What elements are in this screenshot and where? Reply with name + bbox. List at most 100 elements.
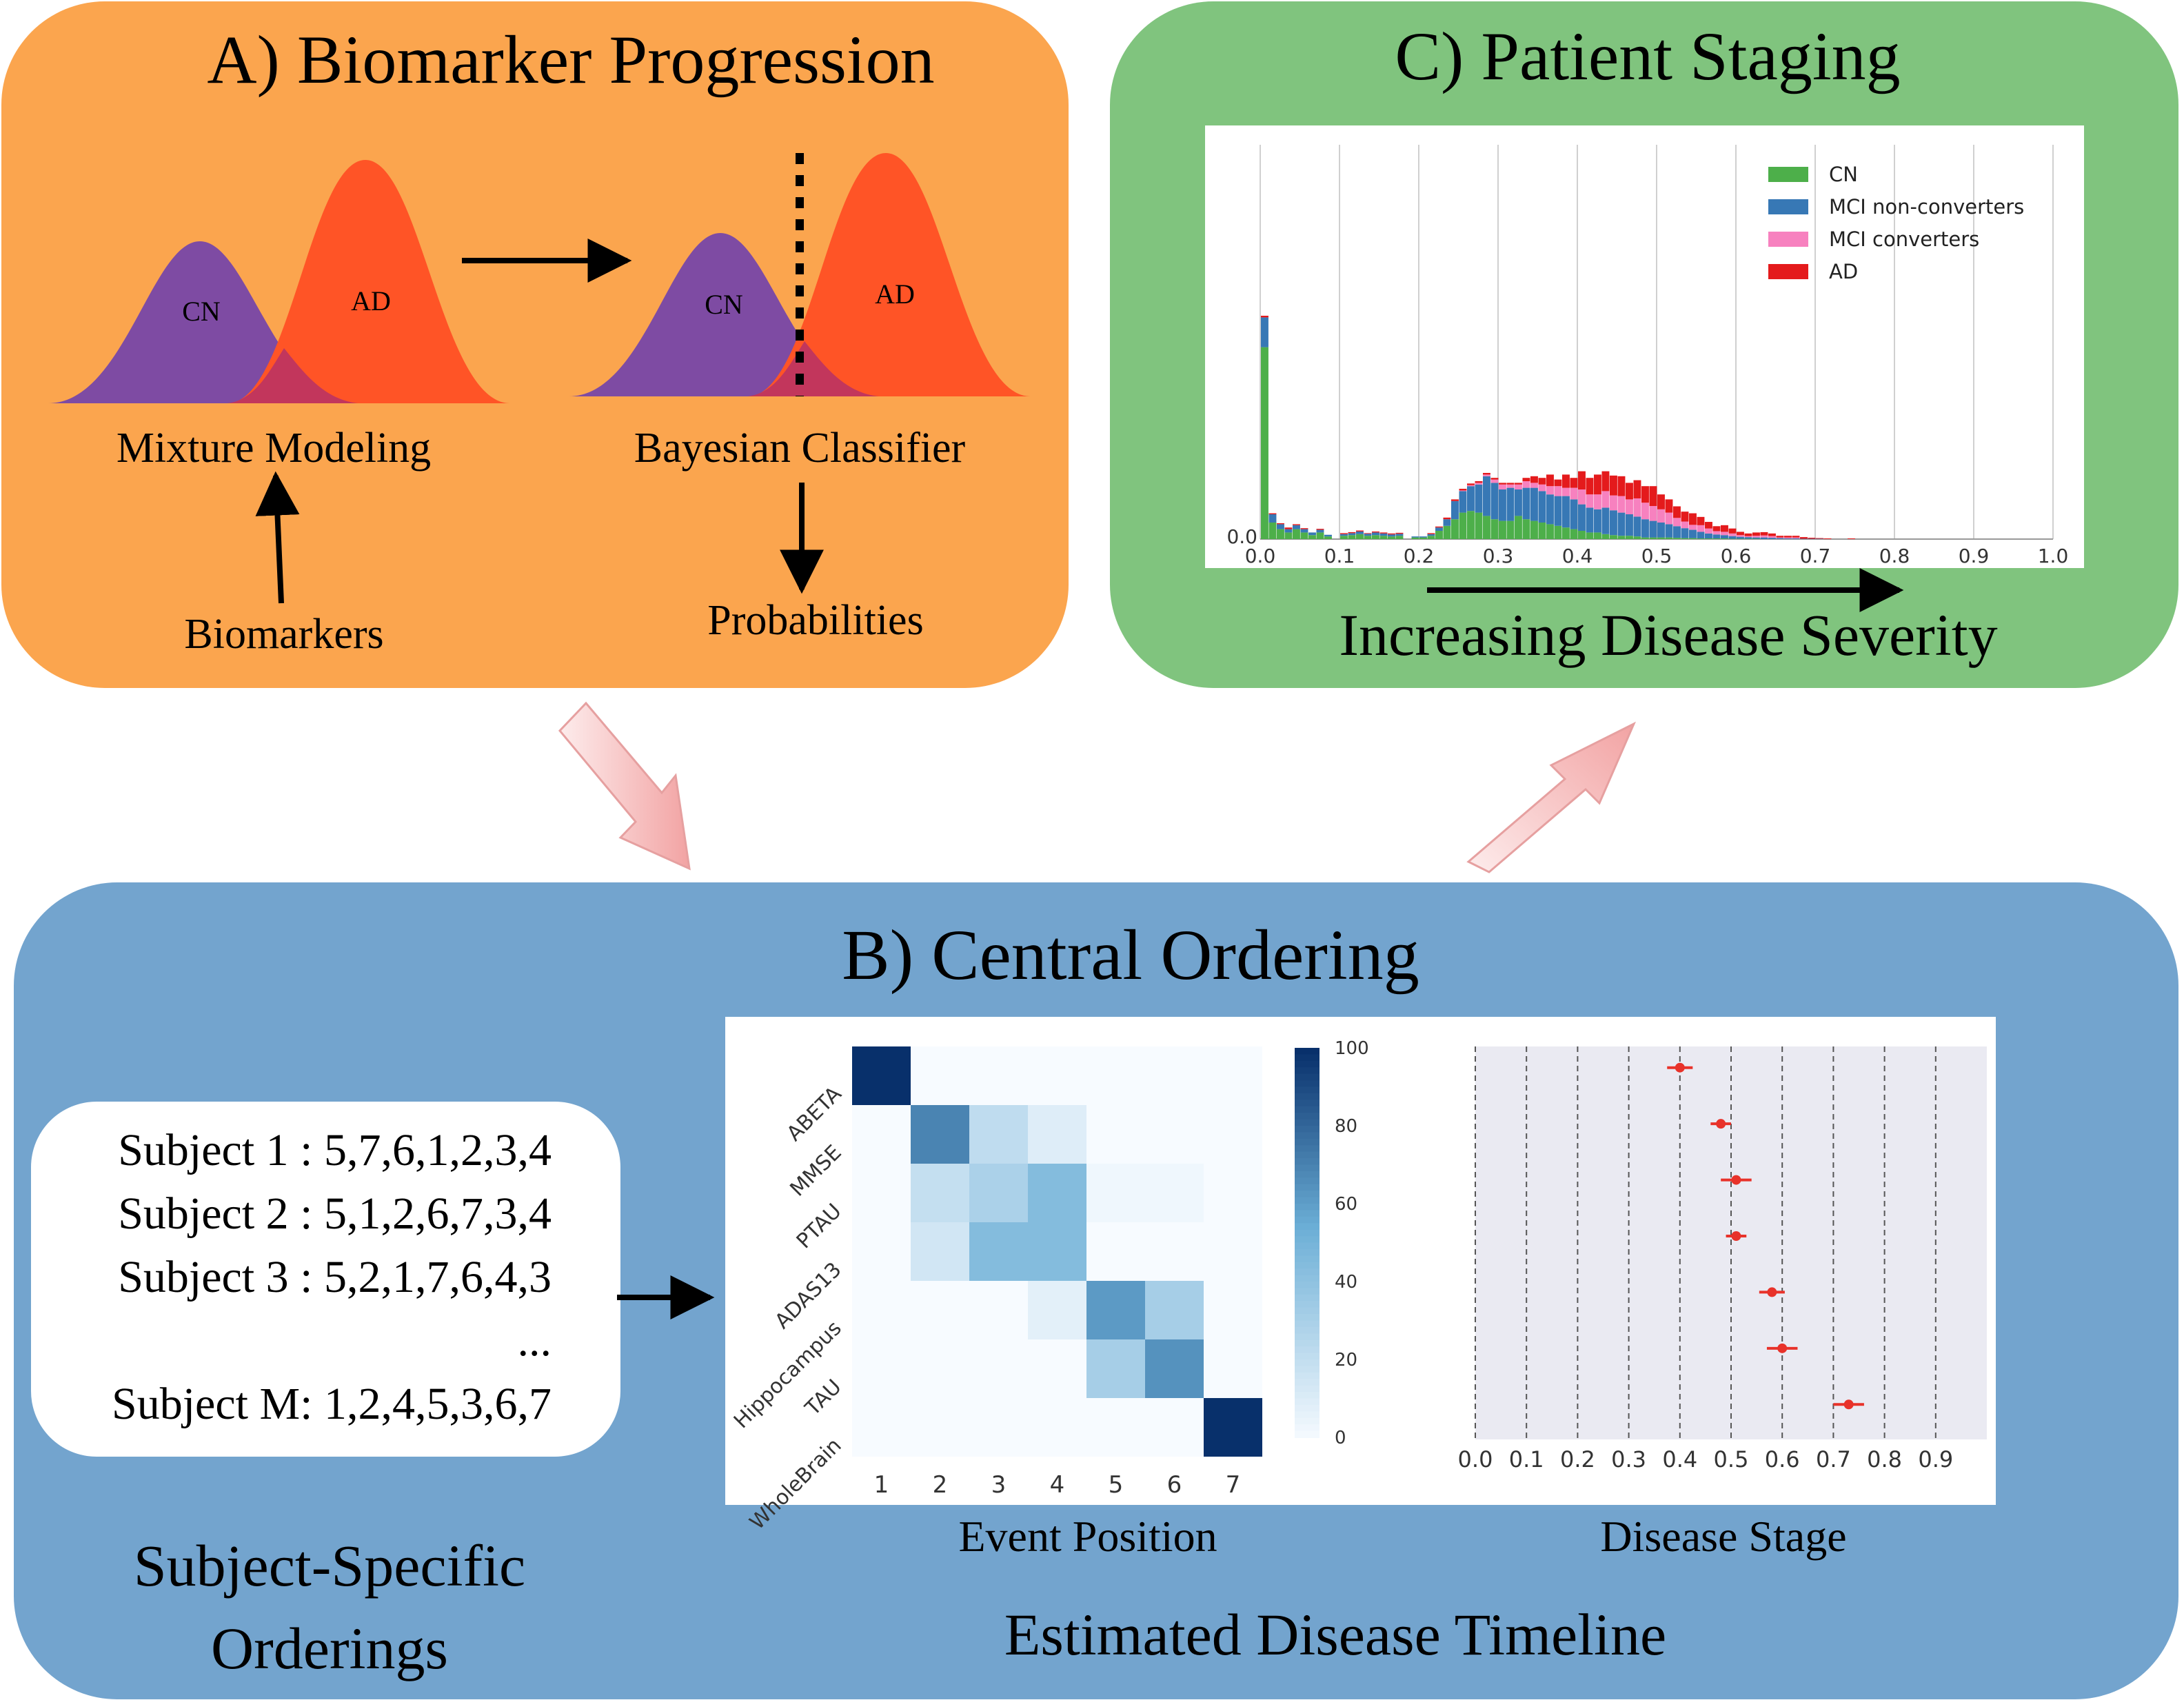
histogram-bar xyxy=(1641,519,1649,538)
colorbar-segment xyxy=(1295,1164,1320,1172)
colorbar-segment xyxy=(1295,1255,1320,1263)
colorbar-segment xyxy=(1295,1333,1320,1341)
probabilities-label: Probabilities xyxy=(707,597,923,644)
histogram-bar xyxy=(1308,535,1316,539)
histogram-bar xyxy=(1379,536,1388,539)
histogram-bar xyxy=(1293,525,1300,529)
colorbar-segment xyxy=(1295,1126,1320,1133)
mixture-modeling-label: Mixture Modeling xyxy=(117,425,431,472)
panel-b-title: B) Central Ordering xyxy=(842,915,1419,995)
colorbar-segment xyxy=(1295,1080,1320,1088)
colorbar-segment xyxy=(1295,1320,1320,1328)
histogram-bar xyxy=(1467,511,1475,539)
subject-ordering-ellipsis: ... xyxy=(518,1315,552,1366)
histogram-bar xyxy=(1356,530,1364,532)
stage-x-tick: 0.5 xyxy=(1714,1446,1749,1473)
heatmap-cell xyxy=(969,1398,1028,1457)
histogram-bar xyxy=(1340,533,1348,534)
histogram-bar xyxy=(1277,523,1284,525)
histogram-bar xyxy=(1490,519,1499,539)
stage-point xyxy=(1843,1399,1854,1410)
histogram-bar xyxy=(1728,528,1737,534)
histogram-bar xyxy=(1467,486,1475,512)
histogram-bar xyxy=(1300,528,1308,529)
histogram-bar xyxy=(1768,533,1776,536)
colorbar-segment xyxy=(1295,1417,1320,1426)
colorbar-segment xyxy=(1295,1113,1320,1120)
colorbar-segment xyxy=(1295,1229,1320,1237)
heatmap-cell xyxy=(1086,1281,1145,1339)
histogram-bar xyxy=(1760,537,1768,539)
histogram-bar xyxy=(1721,525,1728,532)
stage-point xyxy=(1731,1175,1741,1185)
histogram-bar xyxy=(1562,496,1570,528)
histogram-bar xyxy=(1705,533,1712,539)
histogram-bar xyxy=(1522,478,1530,481)
histogram-bar xyxy=(1451,499,1459,501)
histogram-bar xyxy=(1459,491,1467,513)
histogram-bar xyxy=(1610,535,1617,539)
heatmap-cell xyxy=(1145,1046,1204,1105)
histogram-bar xyxy=(1506,484,1515,488)
histogram-bar xyxy=(1451,500,1459,520)
heatmap-cell xyxy=(911,1105,969,1164)
histogram-bar xyxy=(1284,532,1293,539)
colorbar-segment xyxy=(1295,1339,1320,1348)
histogram-x-tick: 0.4 xyxy=(1562,545,1593,567)
histogram-bar xyxy=(1515,483,1522,485)
histogram-bar xyxy=(1578,489,1586,505)
histogram-bar xyxy=(1657,537,1665,539)
arrow-biomarkers-up xyxy=(255,471,300,604)
histogram-bar xyxy=(1626,514,1633,536)
histogram-bar xyxy=(1586,507,1594,533)
heatmap-cell xyxy=(1086,1222,1145,1281)
subject-ordering-3: Subject 3 : 5,2,1,7,6,4,3 xyxy=(118,1252,552,1302)
histogram-bar xyxy=(1665,524,1673,538)
heatmap-cell xyxy=(1028,1222,1086,1281)
histogram-bar xyxy=(1601,471,1610,492)
colorbar-segment xyxy=(1295,1210,1320,1217)
histogram-bar xyxy=(1681,521,1689,529)
stage-x-tick: 0.8 xyxy=(1867,1446,1902,1473)
histogram-bar xyxy=(1499,483,1506,485)
histogram-bar xyxy=(1792,538,1800,539)
histogram-bar xyxy=(1641,486,1649,503)
histogram-bar xyxy=(1594,494,1601,509)
colorbar-tick: 20 xyxy=(1335,1350,1357,1370)
histogram-bar xyxy=(1721,535,1728,539)
histogram-bar xyxy=(1459,490,1467,492)
histogram-bar xyxy=(1261,347,1268,539)
stage-x-tick: 0.4 xyxy=(1662,1446,1697,1473)
histogram-bar xyxy=(1601,507,1610,534)
colorbar-segment xyxy=(1295,1067,1320,1075)
histogram-bar xyxy=(1737,532,1744,536)
stage-x-tick: 0.1 xyxy=(1509,1446,1544,1473)
stage-point xyxy=(1731,1231,1741,1241)
panel-a-title: A) Biomarker Progression xyxy=(207,21,934,98)
histogram-bar xyxy=(1633,498,1641,517)
colorbar-segment xyxy=(1295,1430,1320,1438)
connector-arrow-b-to-c xyxy=(1466,721,1637,873)
histogram-bar xyxy=(1372,532,1379,536)
colorbar-segment xyxy=(1295,1366,1320,1373)
legend-entry: MCI non-converters xyxy=(1829,195,2024,219)
histogram-bar xyxy=(1617,536,1626,539)
disease-stage-label: Disease Stage xyxy=(1600,1512,1846,1561)
colorbar-tick: 100 xyxy=(1335,1038,1369,1059)
histogram-bar xyxy=(1467,485,1475,487)
heatmap-cell xyxy=(911,1046,969,1105)
subject-orderings-box xyxy=(31,1102,620,1457)
histogram-bar xyxy=(1689,525,1697,530)
heatmap-cell xyxy=(969,1281,1028,1339)
histogram-bar xyxy=(1427,536,1435,539)
cn-label-left: CN xyxy=(182,296,221,327)
colorbar-tick: 40 xyxy=(1335,1272,1357,1293)
mixture-curves: CN AD xyxy=(48,160,510,403)
stage-x-tick: 0.7 xyxy=(1816,1446,1851,1473)
heatmap-cell xyxy=(969,1105,1028,1164)
histogram-bar xyxy=(1649,506,1657,521)
stage-x-tick: 0.9 xyxy=(1918,1446,1953,1473)
histogram-bar xyxy=(1268,514,1277,523)
